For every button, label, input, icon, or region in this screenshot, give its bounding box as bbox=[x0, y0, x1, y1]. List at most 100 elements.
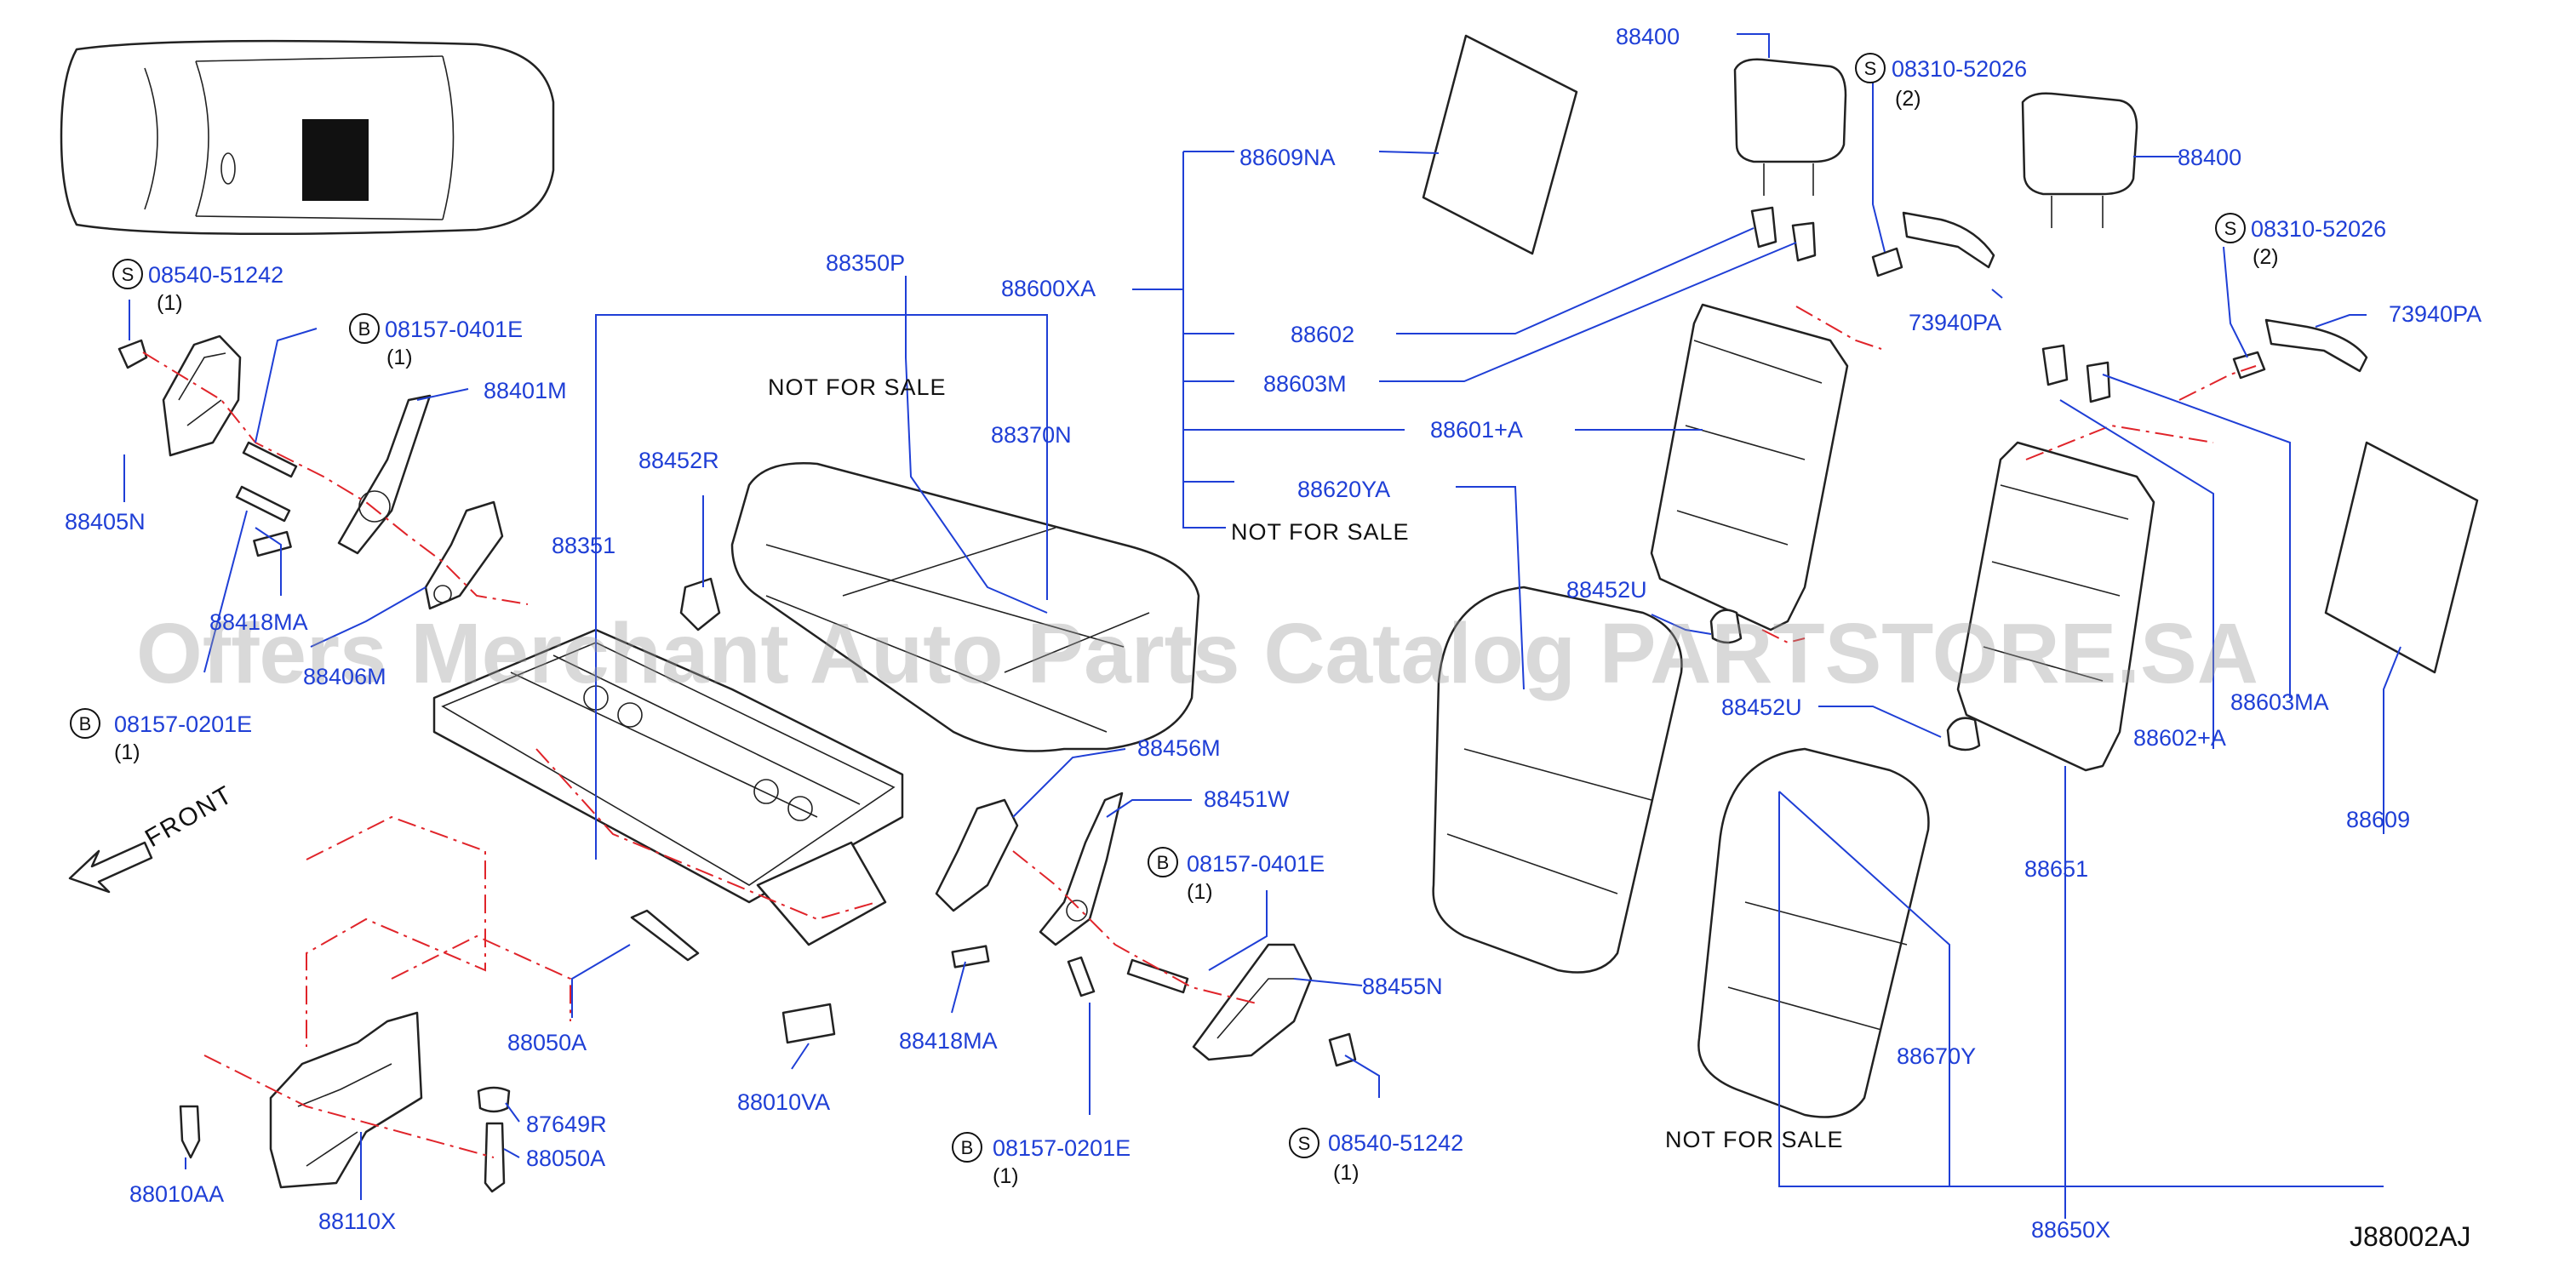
label-not-for-sale-cushion: NOT FOR SALE bbox=[768, 374, 947, 400]
marker-b: B bbox=[79, 713, 92, 734]
qty-08157-0201e-l: (1) bbox=[114, 740, 140, 764]
label-88452u-b: 88452U bbox=[1721, 694, 1802, 720]
headrest-88400-b bbox=[2021, 92, 2138, 196]
label-88602a: 88602+A bbox=[2133, 725, 2226, 751]
label-88452r: 88452R bbox=[638, 448, 719, 473]
label-88620ya: 88620YA bbox=[1297, 477, 1390, 502]
bolt-88050a-a bbox=[630, 909, 700, 962]
marker-s: S bbox=[2224, 218, 2237, 239]
seat-location-marker bbox=[302, 119, 369, 201]
link-88456m bbox=[935, 798, 1019, 912]
lock-88452u-b bbox=[1946, 717, 1981, 752]
clip-08540-r bbox=[1328, 1032, 1357, 1067]
label-88010aa: 88010AA bbox=[129, 1181, 224, 1207]
fastener-markers: S B B B B S S S bbox=[70, 53, 2246, 1163]
bolt-08157-l bbox=[235, 485, 291, 523]
label-88406m: 88406M bbox=[303, 664, 386, 689]
vehicle-locator bbox=[60, 39, 555, 236]
left-hinge-assembly bbox=[117, 334, 529, 610]
label-88456m: 88456M bbox=[1137, 735, 1221, 761]
frame-88651 bbox=[1956, 441, 2155, 772]
label-08157-0401e-r: 08157-0401E bbox=[1187, 851, 1325, 877]
label-88050a-b: 88050A bbox=[526, 1146, 605, 1171]
bracket-88451w bbox=[1039, 792, 1124, 946]
bolt-08157-rb bbox=[1067, 956, 1096, 997]
label-08540-51242-r: 08540-51242 bbox=[1328, 1130, 1463, 1156]
headrest-88400-a bbox=[1733, 58, 1847, 163]
bolt-88050a-b bbox=[484, 1122, 506, 1193]
right-hinge-assembly bbox=[935, 792, 1357, 1067]
leg-88110x bbox=[269, 1011, 423, 1189]
cushion-pad-88370n bbox=[730, 462, 1200, 752]
label-88050a-a: 88050A bbox=[507, 1030, 587, 1055]
board-88609 bbox=[2324, 441, 2479, 674]
label-88400-a: 88400 bbox=[1616, 24, 1680, 49]
label-88601a: 88601+A bbox=[1430, 417, 1523, 443]
pad-88670y bbox=[1697, 747, 1930, 1118]
label-88405n: 88405N bbox=[65, 509, 146, 534]
label-08157-0401e-tl: 08157-0401E bbox=[385, 317, 523, 342]
hinge-cover-88405n bbox=[162, 334, 242, 457]
seatback-assembly bbox=[1422, 34, 1995, 974]
label-88651: 88651 bbox=[2024, 856, 2088, 882]
label-88600xa: 88600XA bbox=[1001, 276, 1096, 301]
lock-88452u-a bbox=[1709, 609, 1743, 644]
guide-88602a bbox=[2041, 344, 2069, 386]
label-88418ma-r: 88418MA bbox=[899, 1028, 998, 1054]
bolt-08157-tl bbox=[242, 441, 298, 478]
stopper-88010va bbox=[781, 1003, 836, 1044]
marker-s: S bbox=[1298, 1133, 1311, 1154]
marker-s: S bbox=[122, 264, 135, 285]
label-88603m: 88603M bbox=[1263, 371, 1347, 397]
front-label: FRONT bbox=[140, 780, 238, 853]
marker-b: B bbox=[358, 318, 371, 340]
label-08157-0201e-r: 08157-0201E bbox=[993, 1135, 1131, 1161]
assist-grip-73940pa-a bbox=[1902, 211, 1995, 269]
label-not-for-sale-seatback: NOT FOR SALE bbox=[1231, 519, 1410, 545]
assist-grip-73940pa-b bbox=[2264, 318, 2368, 373]
frame-88601a bbox=[1650, 303, 1849, 632]
hook-88452r bbox=[679, 577, 721, 632]
screw-08310-b bbox=[2232, 351, 2266, 380]
marker-b: B bbox=[1157, 852, 1170, 873]
qty-08157-0201e-r: (1) bbox=[993, 1164, 1019, 1188]
bracket-88401m bbox=[337, 394, 432, 555]
label-88418ma-l: 88418MA bbox=[209, 609, 308, 635]
clip-08540 bbox=[117, 339, 148, 369]
marker-b: B bbox=[961, 1137, 974, 1158]
seatback-assembly-rear bbox=[1697, 92, 2479, 1118]
label-88603ma: 88603MA bbox=[2230, 689, 2329, 715]
qty-08540-r: (1) bbox=[1333, 1161, 1360, 1185]
leader-lines bbox=[123, 33, 2401, 1219]
label-88452u-a: 88452U bbox=[1566, 577, 1647, 603]
board-88609na bbox=[1422, 34, 1578, 255]
label-not-for-sale-back: NOT FOR SALE bbox=[1665, 1127, 1844, 1152]
label-88451w: 88451W bbox=[1204, 786, 1290, 812]
front-arrow: FRONT bbox=[68, 780, 238, 894]
qty-08310-a: (2) bbox=[1895, 87, 1921, 111]
label-88401m: 88401M bbox=[484, 378, 567, 403]
guide-88603m bbox=[1791, 221, 1817, 262]
bushing-87649r bbox=[477, 1086, 511, 1113]
label-88670y: 88670Y bbox=[1897, 1043, 1976, 1069]
label-88650x: 88650X bbox=[2031, 1217, 2110, 1243]
label-88110x: 88110X bbox=[318, 1209, 396, 1234]
watermark: Offers Merchant Auto Parts Catalog PARTS… bbox=[136, 606, 2258, 701]
label-87649r: 87649R bbox=[526, 1112, 607, 1137]
label-08157-0201e-l: 08157-0201E bbox=[114, 712, 252, 737]
cap-88418ma-l bbox=[253, 530, 292, 557]
leg-assembly bbox=[179, 815, 836, 1193]
qty-08157-0401e-r: (1) bbox=[1187, 880, 1213, 904]
pad-88620ya bbox=[1432, 586, 1683, 974]
label-88609na: 88609NA bbox=[1239, 145, 1336, 170]
label-88010va: 88010VA bbox=[737, 1089, 830, 1115]
guide-88602 bbox=[1750, 206, 1777, 249]
qty-08310-b: (2) bbox=[2253, 245, 2279, 269]
bolt-88010aa bbox=[179, 1105, 201, 1159]
label-73940pa-a: 73940PA bbox=[1909, 310, 2001, 335]
part-labels: 08540-51242 (1) 08157-0401E (1) 88401M 8… bbox=[65, 24, 2482, 1243]
label-08310-52026-b: 08310-52026 bbox=[2251, 216, 2386, 242]
label-88455n: 88455N bbox=[1362, 974, 1443, 999]
label-88400-b: 88400 bbox=[2178, 145, 2241, 170]
